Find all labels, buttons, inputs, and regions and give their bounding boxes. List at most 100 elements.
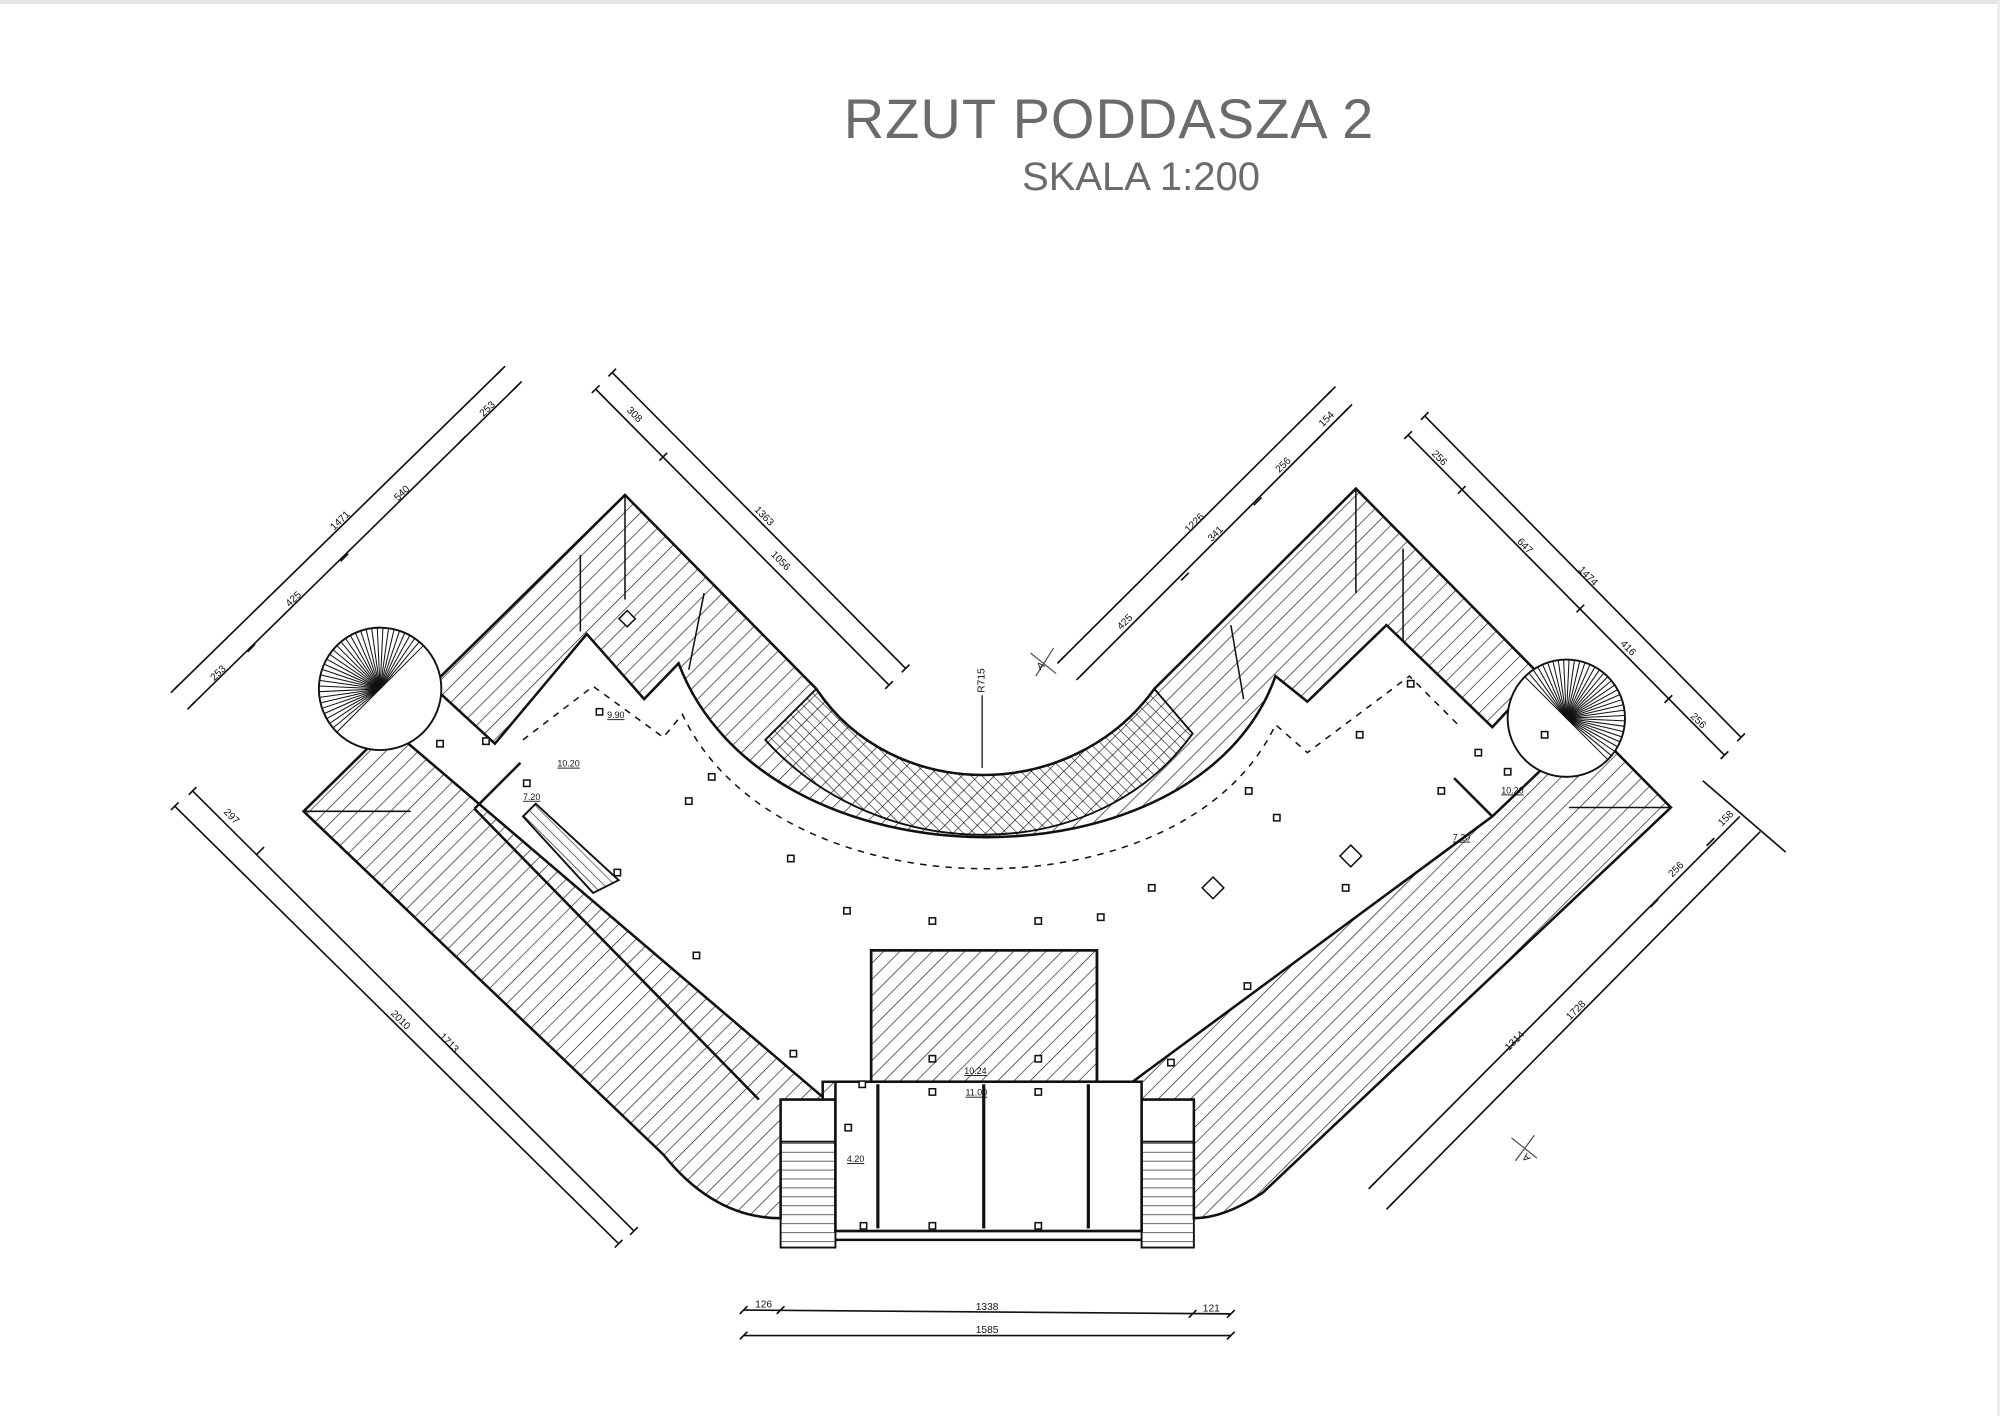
column (928, 1221, 937, 1230)
column (595, 707, 604, 716)
dimension-tick (658, 452, 668, 462)
stair-tread (1563, 659, 1567, 719)
level-label: 7.20 (523, 792, 540, 802)
stair-tread (323, 688, 381, 715)
dimension-tick (1663, 694, 1673, 704)
page-border-top (0, 0, 2000, 4)
level-label: 11.00 (966, 1088, 988, 1098)
dim-label: 253 (209, 663, 229, 683)
interior-stair (521, 802, 621, 895)
stair-tread (321, 688, 381, 709)
stair-tread (1557, 660, 1567, 719)
stair-tread (1565, 666, 1596, 719)
dimension-tick (739, 1305, 749, 1315)
stair-tread (323, 663, 381, 690)
dimension-lines (174, 369, 1787, 1337)
level-label: 10.20 (1501, 785, 1523, 795)
dim-label: 540 (392, 484, 412, 504)
stair-tread (1565, 676, 1609, 719)
dim-label: 1713 (437, 1031, 461, 1055)
dimension-tick (1311, 435, 1321, 445)
stair-right (1140, 1140, 1195, 1249)
stair-tread (1566, 699, 1623, 719)
stair-tread (379, 638, 416, 690)
column (1034, 1087, 1043, 1096)
column (1096, 913, 1105, 922)
dimension-tick (496, 365, 506, 375)
dimension-tick (1649, 898, 1659, 908)
radius-label: R715 (977, 668, 988, 693)
dimension-tick (1403, 430, 1413, 440)
roof-ridges (303, 488, 1671, 813)
dimension-tick (1385, 1201, 1395, 1210)
chimney (1338, 844, 1363, 868)
stair-tread (1566, 680, 1612, 719)
dim-label: 1056 (768, 549, 792, 573)
dimension-tick (246, 643, 256, 653)
dim-bottom-right-total: 1728 (1564, 999, 1588, 1023)
stair-tread (379, 645, 424, 690)
stair-tread (1566, 717, 1616, 752)
level-label: 7.20 (1453, 833, 1470, 843)
dimension-tick (1706, 837, 1715, 847)
stair-tread (1566, 709, 1625, 719)
column (1540, 730, 1549, 739)
column (1474, 748, 1483, 757)
column (928, 1054, 937, 1063)
column (1341, 883, 1350, 892)
stair-tread (1547, 662, 1567, 719)
dimension-tick (776, 1305, 786, 1315)
section-label-top: A (1035, 660, 1047, 673)
stair-tread (1565, 660, 1581, 719)
stair-tread (1565, 659, 1570, 719)
column (1243, 982, 1252, 991)
stair-tread (1566, 684, 1616, 719)
column (1147, 883, 1156, 892)
dim-label: 154 (1317, 409, 1337, 429)
dimension-tick (188, 786, 198, 796)
stair-tread (1566, 717, 1625, 727)
level-label: 10.24 (964, 1066, 986, 1076)
dim-label: 1338 (976, 1302, 999, 1313)
dim-label: 253 (478, 399, 498, 419)
stair-tread (1566, 689, 1618, 719)
section-marker-bottom (1511, 1134, 1538, 1162)
stair-tread (319, 679, 381, 690)
drawing-scale: SKALA 1:200 (1022, 155, 1260, 199)
level-label: 4.20 (847, 1154, 864, 1164)
dimension-tick (614, 1239, 624, 1249)
column (1244, 786, 1253, 795)
dimension-tick (884, 680, 894, 690)
dimension-tick (901, 664, 911, 673)
stair-tread (1565, 664, 1591, 719)
stair-left (779, 1140, 837, 1249)
dim-label: 341 (1206, 524, 1226, 544)
dimension-tick (170, 801, 180, 811)
dimension-ticks (170, 365, 1746, 1340)
column (1437, 786, 1446, 795)
dimension-tick (255, 846, 265, 856)
level-label: 9.90 (607, 710, 624, 720)
stair-tread (379, 635, 411, 690)
stair-tread (354, 632, 381, 690)
stair-tread (318, 688, 381, 693)
stair-tread (1565, 717, 1609, 761)
stair-tread (379, 632, 406, 690)
column (1406, 679, 1415, 688)
stair-tread (326, 688, 381, 720)
dim-top-center-right-total: 1226 (1183, 511, 1207, 535)
dimension-tick (339, 553, 349, 562)
column (842, 906, 851, 915)
dim-bottom-total: 1585 (976, 1325, 999, 1336)
column (482, 737, 490, 746)
stair-tread (360, 630, 381, 690)
column (1503, 767, 1512, 776)
column (844, 1123, 853, 1132)
stair-tread (1528, 672, 1567, 719)
stair-tread (336, 688, 381, 733)
dimension-tick (607, 368, 617, 377)
stair-tread (1565, 672, 1605, 719)
dim-label: 256 (1429, 449, 1449, 469)
columns (436, 679, 1549, 1230)
